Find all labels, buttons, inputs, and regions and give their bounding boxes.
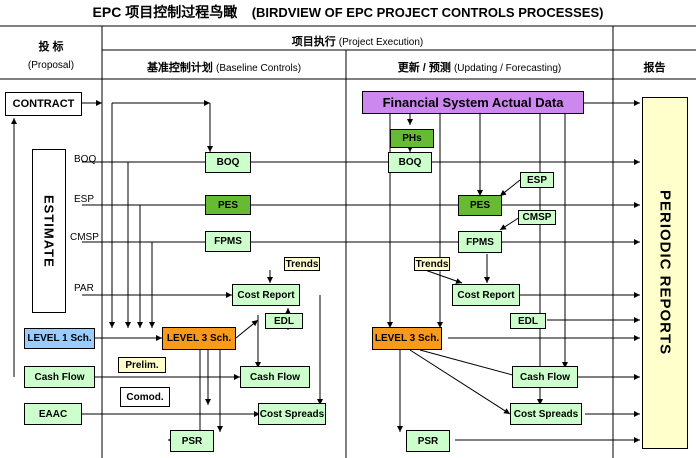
- header-baseline-en: (Baseline Controls): [216, 63, 302, 74]
- estimate-box: ESTIMATE: [32, 149, 66, 313]
- label-par: PAR: [74, 283, 94, 294]
- proposal-cashflow-box: Cash Flow: [24, 366, 95, 388]
- financial-system-box: Financial System Actual Data: [362, 91, 584, 114]
- title-sub: (BIRDVIEW OF EPC PROJECT CONTROLS PROCES…: [251, 5, 604, 20]
- diagram-title: EPC 项目控制过程鸟瞰 (BIRDVIEW OF EPC PROJECT CO…: [0, 2, 696, 22]
- header-updating-en: (Updating / Forecasting): [453, 63, 562, 74]
- baseline-boq-box: BOQ: [205, 152, 251, 173]
- updating-cashflow-box: Cash Flow: [512, 366, 578, 388]
- header-updating: 更新 / 预测 (Updating / Forecasting): [346, 59, 613, 75]
- phs-box: PHs: [390, 129, 434, 148]
- baseline-psr-box: PSR: [170, 430, 214, 452]
- prelim-box: Prelim.: [118, 357, 166, 373]
- header-proposal-cn: 投 标: [38, 41, 64, 53]
- contract-box: CONTRACT: [5, 92, 82, 116]
- label-esp: ESP: [74, 194, 95, 205]
- header-execution-cn: 项目执行: [291, 36, 336, 48]
- updating-boq-box: BOQ: [388, 152, 432, 173]
- label-boq: BOQ: [74, 154, 97, 165]
- baseline-level3-schedule-box: LEVEL 3 Sch.: [162, 327, 236, 350]
- level1-schedule-box: LEVEL 1 Sch.: [24, 328, 95, 349]
- updating-trends-box: Trends: [414, 257, 450, 271]
- updating-pes-box: PES: [458, 195, 502, 216]
- header-baseline: 基准控制计划 (Baseline Controls): [102, 59, 346, 75]
- header-proposal: 投 标 (Proposal): [0, 38, 102, 71]
- baseline-edl-box: EDL: [265, 313, 303, 329]
- updating-cost-report-box: Cost Report: [452, 284, 520, 306]
- eaac-box: EAAC: [24, 403, 82, 425]
- updating-level3-schedule-box: LEVEL 3 Sch.: [372, 327, 442, 350]
- label-cmsp: CMSP: [70, 232, 99, 243]
- comod-box: Comod.: [120, 387, 170, 407]
- baseline-cost-report-box: Cost Report: [232, 284, 300, 306]
- baseline-fpms-box: FPMS: [205, 231, 251, 252]
- header-execution-en: (Project Execution): [338, 37, 424, 48]
- baseline-cost-spreads-box: Cost Spreads: [258, 403, 326, 425]
- updating-fpms-box: FPMS: [458, 231, 502, 253]
- updating-cmsp-box: CMSP: [518, 210, 556, 225]
- updating-esp-box: ESP: [520, 172, 554, 188]
- updating-cost-spreads-box: Cost Spreads: [510, 403, 582, 425]
- header-proposal-en: (Proposal): [27, 60, 75, 71]
- baseline-pes-box: PES: [205, 195, 251, 215]
- updating-edl-box: EDL: [510, 313, 546, 329]
- periodic-reports-box: PERIODIC REPORTS: [642, 97, 688, 449]
- header-report: 报告: [643, 62, 666, 74]
- header-execution: 项目执行 (Project Execution): [102, 33, 613, 49]
- baseline-cashflow-box: Cash Flow: [240, 366, 310, 388]
- title-main: EPC 项目控制过程鸟瞰: [92, 4, 238, 20]
- baseline-trends-box: Trends: [284, 257, 320, 271]
- updating-psr-box: PSR: [406, 430, 450, 452]
- header-baseline-cn: 基准控制计划: [146, 62, 213, 74]
- header-updating-cn: 更新 / 预测: [397, 62, 451, 74]
